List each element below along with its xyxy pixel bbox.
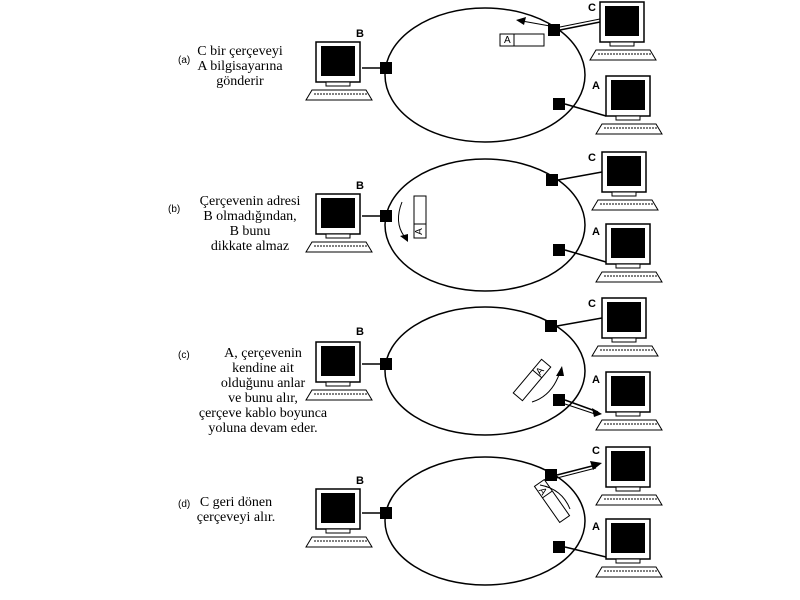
label-c: C	[588, 152, 596, 164]
label-c: C	[588, 2, 596, 14]
delivery-arrow	[590, 461, 602, 470]
ring-interface-b	[380, 210, 392, 222]
label-a: A	[592, 80, 600, 92]
direction-arrow	[398, 201, 405, 237]
computer-b	[305, 341, 373, 401]
ring-interface-b	[380, 62, 392, 74]
computer-a	[595, 371, 663, 431]
ring-network-c	[305, 297, 663, 436]
label-a: A	[592, 226, 600, 238]
panel-caption: Çerçevenin adresi B olmadığından, B bunu…	[199, 194, 301, 254]
computer-a	[595, 223, 663, 283]
panel-b: (b) Çerçevenin adresi B olmadığından, B …	[0, 150, 800, 300]
label-c: C	[592, 445, 600, 457]
panel-tag: (d)	[178, 499, 191, 510]
ring-interface-a	[553, 394, 565, 406]
ring-interface-b	[380, 507, 392, 519]
computer-a	[595, 518, 663, 578]
panel-d: (d) C geri dönen çerçeveyi alır.	[0, 445, 800, 595]
ring-cable	[384, 306, 586, 436]
panel-caption: C bir çerçeveyi A bilgisayarına gönderir	[197, 44, 283, 89]
frame-packet	[512, 358, 552, 402]
delivery-arrow	[592, 408, 602, 417]
panel-caption: C geri dönen çerçeveyi alır.	[196, 495, 276, 525]
computer-c	[595, 446, 663, 506]
frame-packet	[413, 195, 427, 239]
label-b: B	[356, 28, 364, 40]
label-a: A	[592, 374, 600, 386]
frame-packet	[499, 33, 545, 47]
label-a: A	[592, 521, 600, 533]
ring-network-d	[305, 446, 663, 586]
panel-tag: (a)	[178, 55, 191, 66]
panel-tag: (b)	[168, 204, 181, 215]
ring-network-a	[305, 1, 663, 143]
computer-b	[305, 488, 373, 548]
panel-caption: A, çerçevenin kendine ait olduğunu anlar…	[198, 346, 328, 436]
ring-network-b	[305, 151, 663, 292]
direction-arrow	[521, 20, 551, 27]
panel-tag: (c)	[178, 350, 190, 361]
ring-interface-c	[545, 469, 557, 481]
computer-c	[589, 1, 657, 61]
ring-cable	[384, 7, 586, 143]
ring-interface-c	[545, 320, 557, 332]
label-b: B	[356, 475, 364, 487]
ring-interface-c	[546, 174, 558, 186]
computer-a	[595, 75, 663, 135]
ring-interface-a	[553, 244, 565, 256]
label-b: B	[356, 180, 364, 192]
ring-interface-c	[548, 24, 560, 36]
label-c: C	[588, 298, 596, 310]
panel-c: (c) A, çerçevenin kendine ait olduğunu a…	[0, 296, 800, 446]
computer-b	[305, 193, 373, 253]
frame-packet	[533, 478, 571, 524]
frame-letter: A	[504, 35, 511, 46]
computer-c	[591, 151, 659, 211]
computer-c	[591, 297, 659, 357]
ring-interface-a	[553, 98, 565, 110]
direction-arrow	[539, 484, 571, 510]
ring-cable	[384, 456, 586, 586]
ring-cable	[384, 158, 586, 292]
frame-letter: A	[413, 228, 425, 235]
label-b: B	[356, 326, 364, 338]
ring-interface-b	[380, 358, 392, 370]
ring-interface-a	[553, 541, 565, 553]
computer-b	[305, 41, 373, 101]
panel-a: (a) C bir çerçeveyi A bilgisayarına gönd…	[0, 0, 800, 150]
